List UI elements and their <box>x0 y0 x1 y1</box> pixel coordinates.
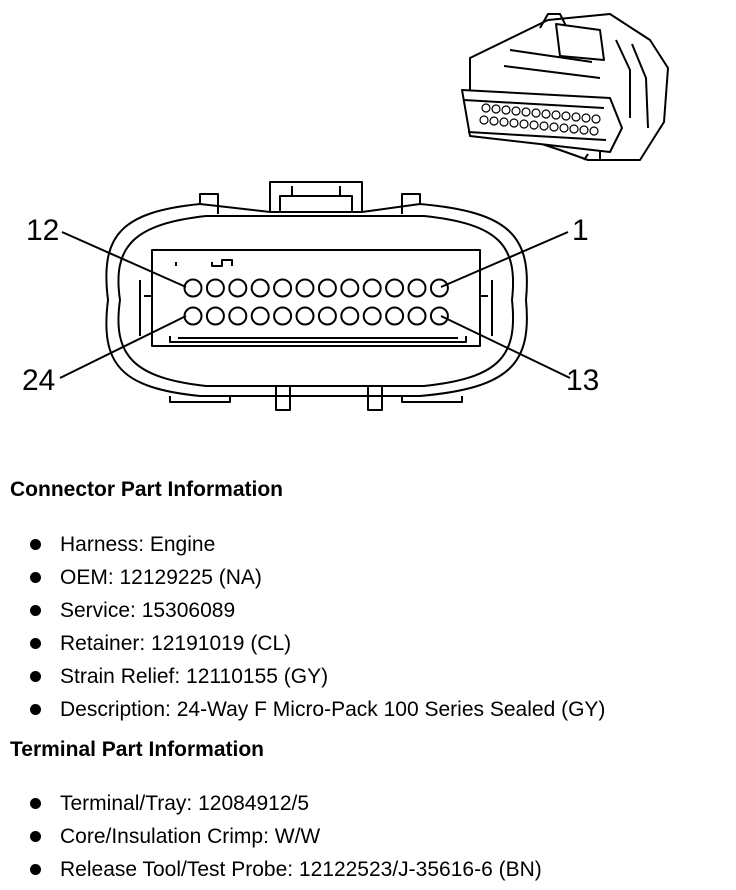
bullet-icon <box>30 638 41 649</box>
bullet-icon <box>30 572 41 583</box>
terminal-cavity <box>228 306 248 326</box>
terminal-cavity <box>250 306 270 326</box>
pin-label-1: 1 <box>572 214 589 247</box>
pin-label-24: 24 <box>22 364 55 397</box>
terminal-info-list: Terminal/Tray: 12084912/5 Core/Insulatio… <box>30 791 542 890</box>
connector-info-heading: Connector Part Information <box>10 478 284 501</box>
terminal-cavity <box>228 278 248 298</box>
pin-label-12: 12 <box>26 214 59 247</box>
terminal-cavity <box>362 306 382 326</box>
terminal-cavity <box>317 306 337 326</box>
terminal-cavity <box>407 278 427 298</box>
list-item: Description: 24-Way F Micro-Pack 100 Ser… <box>30 697 605 730</box>
terminal-cavity <box>317 278 337 298</box>
terminal-cavity <box>362 278 382 298</box>
list-item: Harness: Engine <box>30 532 605 565</box>
pin-leader-lines <box>59 231 571 379</box>
connector-3d-illustration <box>461 13 669 161</box>
terminal-cavity <box>295 306 315 326</box>
terminal-cavity <box>429 306 449 326</box>
terminal-cavity <box>385 306 405 326</box>
terminal-cavity <box>385 278 405 298</box>
terminal-cavity <box>205 306 225 326</box>
terminal-cavity <box>273 306 293 326</box>
terminal-cavity <box>340 278 360 298</box>
terminal-cavity <box>429 278 449 298</box>
terminal-cavity <box>183 278 203 298</box>
bullet-icon <box>30 704 41 715</box>
list-item: Release Tool/Test Probe: 12122523/J-3561… <box>30 857 542 890</box>
terminal-cavity <box>250 278 270 298</box>
bullet-icon <box>30 798 41 809</box>
list-item: Strain Relief: 12110155 (GY) <box>30 664 605 697</box>
list-item: Service: 15306089 <box>30 598 605 631</box>
bullet-icon <box>30 831 41 842</box>
list-item: Core/Insulation Crimp: W/W <box>30 824 542 857</box>
terminal-cavity <box>273 278 293 298</box>
bullet-icon <box>30 605 41 616</box>
pin-label-13: 13 <box>566 364 599 397</box>
connector-diagram: 12 1 24 13 <box>22 13 669 411</box>
bullet-icon <box>30 864 41 875</box>
list-item: Terminal/Tray: 12084912/5 <box>30 791 542 824</box>
terminal-info-heading: Terminal Part Information <box>10 738 264 761</box>
bullet-icon <box>30 539 41 550</box>
connector-info-list: Harness: Engine OEM: 12129225 (NA) Servi… <box>30 532 605 730</box>
terminal-cavities <box>183 278 449 326</box>
list-item: OEM: 12129225 (NA) <box>30 565 605 598</box>
terminal-cavity <box>183 306 203 326</box>
terminal-cavity <box>295 278 315 298</box>
terminal-cavity <box>340 306 360 326</box>
connector-face <box>105 181 528 411</box>
terminal-cavity <box>407 306 427 326</box>
bullet-icon <box>30 671 41 682</box>
terminal-cavity <box>205 278 225 298</box>
list-item: Retainer: 12191019 (CL) <box>30 631 605 664</box>
